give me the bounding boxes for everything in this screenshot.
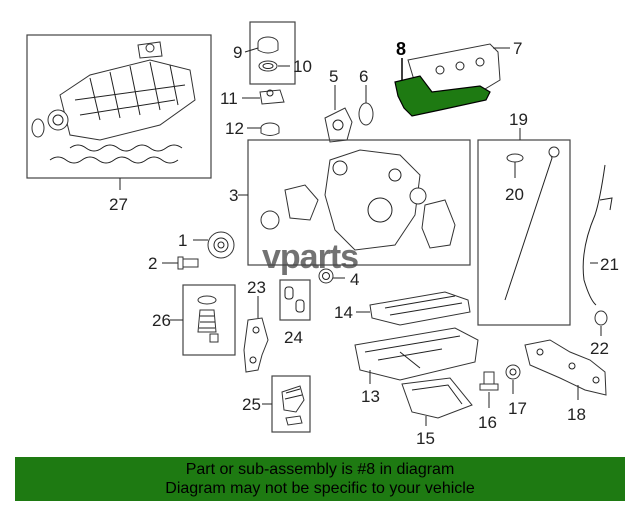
timing-cover-drawing — [260, 149, 456, 251]
callout-21: 21 — [600, 255, 619, 274]
callout-3: 3 — [229, 186, 238, 205]
part-5 — [324, 107, 353, 143]
callout-17: 17 — [508, 399, 527, 418]
parts-diagram: 27 9 10 11 12 5 6 7 8 — [26, 21, 619, 448]
o-ring-22 — [594, 310, 608, 326]
callout-4: 4 — [350, 270, 359, 289]
callout-8: 8 — [396, 39, 406, 59]
part-25 — [281, 385, 305, 426]
info-banner: Part or sub-assembly is #8 in diagram Di… — [15, 457, 625, 501]
seal-4 — [318, 268, 334, 284]
callout-9: 9 — [233, 43, 242, 62]
callout-25: 25 — [242, 395, 261, 414]
callout-22: 22 — [590, 339, 609, 358]
part-11 — [259, 89, 285, 105]
washer-17 — [505, 364, 521, 380]
lower-oil-pan-15 — [401, 377, 473, 419]
callout-16: 16 — [478, 413, 497, 432]
part-6-gasket — [358, 102, 374, 126]
crank-pulley-1 — [207, 231, 235, 259]
dipstick-box — [477, 139, 571, 326]
callout-23: 23 — [247, 278, 266, 297]
callout-27: 27 — [109, 195, 128, 214]
callout-7: 7 — [513, 39, 522, 58]
callout-10: 10 — [293, 57, 312, 76]
banner-line-1: Part or sub-assembly is #8 in diagram — [185, 461, 455, 478]
dipstick-tube-21 — [582, 164, 613, 306]
callout-6: 6 — [359, 67, 368, 86]
callout-24: 24 — [284, 328, 303, 347]
part-23-tube — [243, 317, 269, 373]
timing-cover-box — [247, 139, 471, 266]
intake-manifold-box — [26, 34, 212, 179]
callout-20: 20 — [505, 185, 524, 204]
o-ring-20 — [506, 153, 524, 163]
oil-filler-cap — [257, 36, 279, 72]
callout-11: 11 — [220, 89, 238, 108]
callout-5: 5 — [329, 67, 338, 86]
drain-plug-16 — [479, 371, 499, 391]
intake-manifold-drawing — [31, 41, 196, 141]
callout-13: 13 — [361, 387, 380, 406]
callout-15: 15 — [416, 429, 435, 448]
baffle-14 — [369, 291, 471, 326]
banner-line-2: Diagram may not be specific to your vehi… — [165, 480, 475, 497]
gaskets-24 — [284, 286, 305, 313]
dipstick — [504, 146, 560, 301]
bracket-18 — [524, 339, 607, 396]
watermark: vparts — [262, 238, 358, 276]
valve-cover-gasket-8-highlighted — [394, 75, 491, 117]
gasket-box-24 — [279, 279, 311, 321]
callout-2: 2 — [148, 254, 157, 273]
callout-12: 12 — [225, 119, 244, 138]
callout-18: 18 — [567, 405, 586, 424]
intake-gaskets — [49, 144, 183, 164]
part-12 — [260, 122, 280, 136]
oil-filter-housing — [197, 295, 219, 343]
callout-26: 26 — [152, 311, 171, 330]
bolt-2 — [177, 256, 199, 270]
callout-19: 19 — [509, 110, 528, 129]
callout-1: 1 — [178, 231, 187, 250]
oil-cap-box — [249, 21, 296, 85]
upper-oil-pan-13 — [354, 327, 479, 381]
callout-14: 14 — [334, 303, 353, 322]
